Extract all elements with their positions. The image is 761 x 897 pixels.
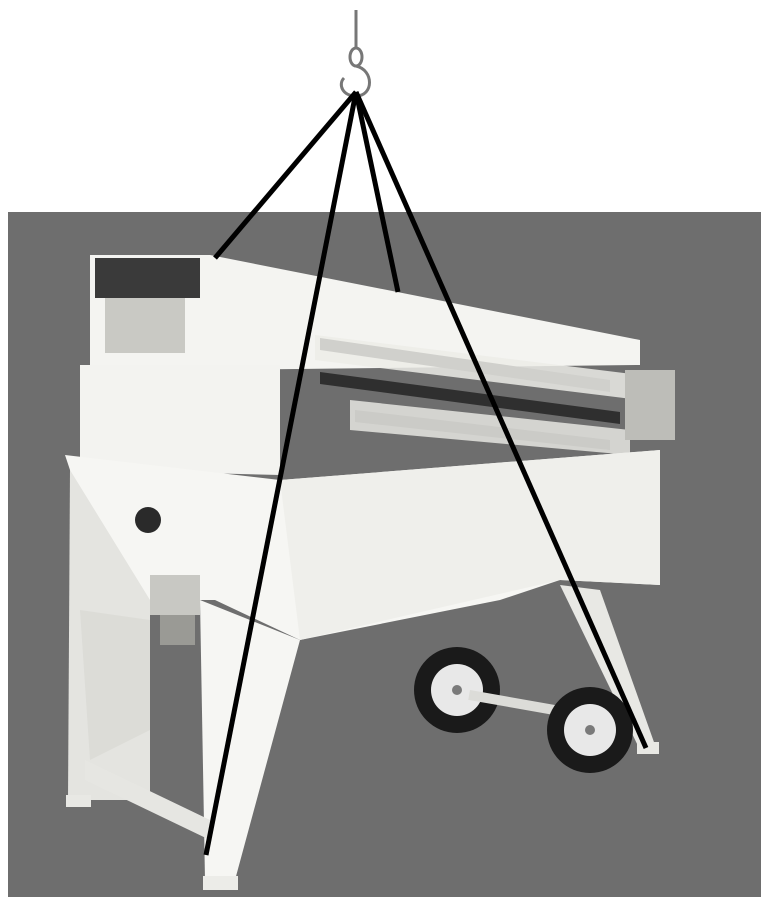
screen-tray-3 [350, 400, 630, 455]
sling-line-3 [353, 91, 401, 293]
front-leg-brace [85, 760, 210, 840]
sling-line-2 [203, 91, 359, 856]
front-face-shade [280, 450, 660, 640]
top-roller [95, 258, 200, 298]
hopper-funnel [80, 610, 150, 760]
wheel-front-center [585, 725, 595, 735]
wheel-icon [414, 647, 633, 773]
left-foot [66, 795, 91, 807]
sling-lines [203, 90, 649, 856]
hook-ring [348, 46, 364, 68]
lifting-hook-icon [339, 10, 371, 98]
wheel-rear-center [452, 685, 462, 695]
seed-cleaner-machine-icon [65, 255, 675, 890]
upper-housing [80, 365, 280, 475]
sling-line-1 [213, 90, 358, 260]
top-screen-box [90, 255, 640, 370]
motor-box [150, 575, 200, 615]
right-foot [637, 742, 659, 754]
motor-mount [160, 615, 195, 645]
axle-bar [468, 690, 579, 719]
motor-pulley [135, 507, 161, 533]
top-roller-inner [105, 298, 185, 353]
right-end-plate [625, 370, 675, 440]
front-foot [203, 876, 238, 890]
screen-slot-2 [320, 372, 620, 424]
front-leg-left [200, 600, 300, 880]
sling-line-4 [353, 90, 649, 750]
